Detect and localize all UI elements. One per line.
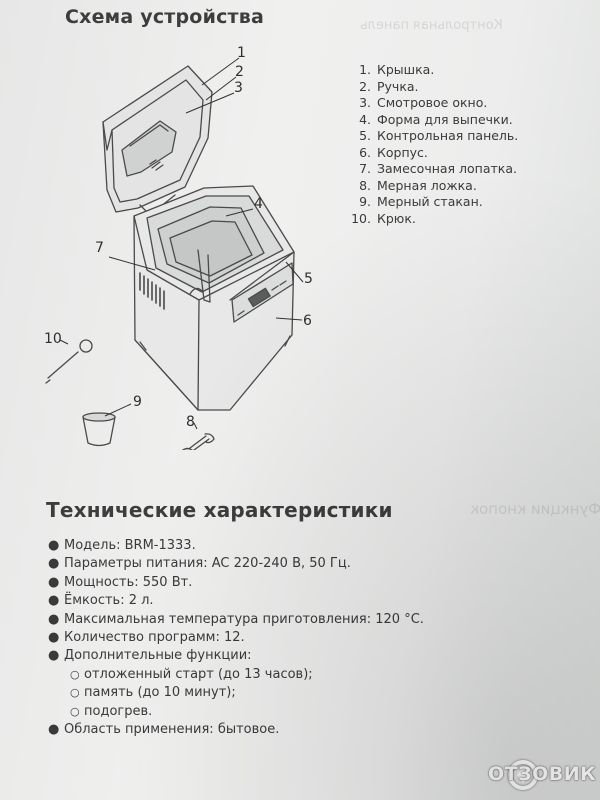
callout-5: 5 <box>304 271 313 287</box>
diagram-heading: Схема устройства <box>65 6 264 28</box>
list-item: 10.Крюк. <box>351 210 416 226</box>
spec-item: ●Параметры питания: AC 220-240 В, 50 Гц. <box>48 555 424 573</box>
callout-7: 7 <box>95 240 104 256</box>
spec-item: ●Ёмкость: 2 л. <box>48 592 424 610</box>
circle-bullet-icon: ○ <box>70 686 80 700</box>
spec-item: ●Область применения: бытовое. <box>48 721 424 739</box>
list-item: 6.Корпус. <box>359 144 428 160</box>
list-item: 9.Мерный стакан. <box>359 194 483 209</box>
bullet-icon: ● <box>48 611 60 627</box>
callout-2: 2 <box>235 64 244 80</box>
measuring-spoon-shape <box>182 433 215 450</box>
callout-10: 10 <box>44 331 62 347</box>
measuring-cup-shape <box>82 412 116 447</box>
spec-item: ●Модель: BRM-1333. <box>48 537 424 555</box>
list-item: 7.Замесочная лопатка. <box>359 161 517 176</box>
list-item: 8.Мерная ложка. <box>359 177 477 193</box>
circle-bullet-icon: ○ <box>70 704 80 718</box>
bullet-icon: ● <box>48 630 60 646</box>
bread-maker-diagram: 1 2 3 4 5 6 7 8 9 10 <box>44 45 313 450</box>
callout-9: 9 <box>133 394 142 410</box>
bullet-icon: ● <box>48 574 60 590</box>
sub-item: ○подогрев. <box>70 703 424 721</box>
specs-list: ●Модель: BRM-1333. ●Параметры питания: A… <box>48 537 424 739</box>
specs-heading: Технические характеристики <box>46 498 393 522</box>
bullet-icon: ● <box>48 593 60 609</box>
viewing-window-shape <box>121 120 177 177</box>
watermark-text: ОТЗОВИК <box>488 763 597 785</box>
circle-bullet-icon: ○ <box>70 667 80 681</box>
list-item: 5.Контрольная панель. <box>359 128 519 143</box>
bleed-through-text: Функции кнопок <box>470 500 600 518</box>
parts-list: 1.Крышка. 2.Ручка. 3.Смотровое окно. 4.Ф… <box>337 62 518 227</box>
list-item: 2.Ручка. <box>359 78 419 94</box>
bullet-icon: ● <box>48 556 60 572</box>
otzovik-logo-icon <box>508 760 538 790</box>
callout-1: 1 <box>237 45 246 61</box>
callout-3: 3 <box>234 80 243 96</box>
bullet-icon: ● <box>48 722 60 738</box>
extra-functions-list: ○отложенный старт (до 13 часов); ○память… <box>48 666 424 721</box>
spec-item: ●Максимальная температура приготовления:… <box>48 611 424 629</box>
callout-8: 8 <box>186 414 195 430</box>
spec-item: ●Мощность: 550 Вт. <box>48 574 424 592</box>
spec-item: ●Дополнительные функции: ○отложенный ста… <box>48 647 424 721</box>
list-item: 3.Смотровое окно. <box>359 95 488 110</box>
sub-item: ○отложенный старт (до 13 часов); <box>70 666 424 684</box>
list-item: 1.Крышка. <box>359 62 435 77</box>
hook-shape <box>45 339 93 384</box>
spec-item: ●Количество программ: 12. <box>48 629 424 647</box>
sub-item: ○память (до 10 минут); <box>70 684 424 702</box>
callout-6: 6 <box>303 313 312 329</box>
callout-4: 4 <box>254 196 263 212</box>
list-item: 4.Форма для выпечки. <box>359 111 513 127</box>
bullet-icon: ● <box>48 648 60 664</box>
bullet-icon: ● <box>48 538 60 553</box>
